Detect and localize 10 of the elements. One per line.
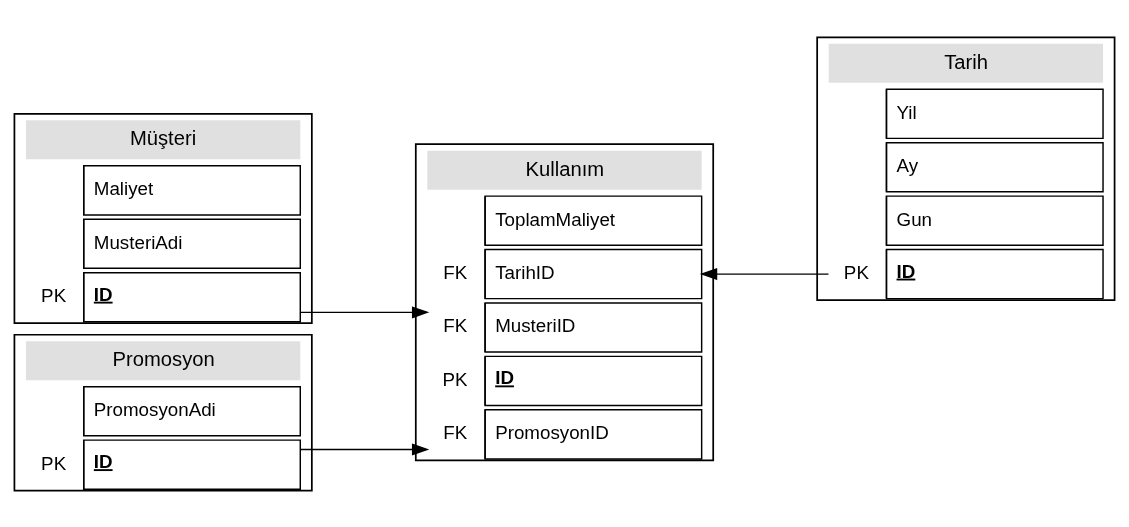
node-label: PK <box>41 284 67 306</box>
node-label: PK <box>41 452 67 474</box>
node-label: FK <box>443 314 468 336</box>
arrow <box>299 442 430 456</box>
node-label: PK <box>843 261 869 283</box>
arrow <box>299 305 430 318</box>
arrow <box>699 267 830 280</box>
node-label: FK <box>443 421 468 443</box>
node-label: PK <box>442 368 468 390</box>
node-label: FK <box>443 261 468 283</box>
